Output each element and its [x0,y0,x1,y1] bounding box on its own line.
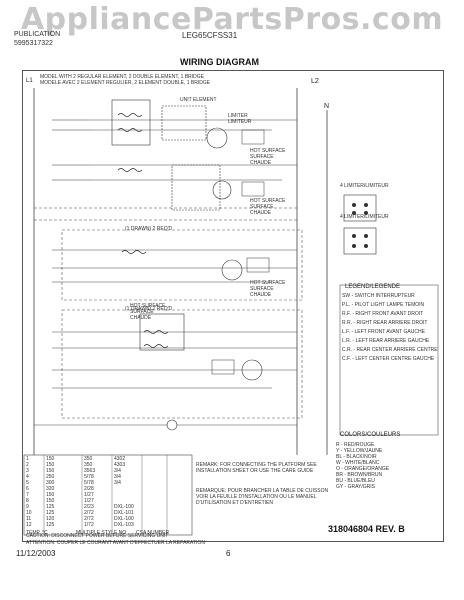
diagram-frame [22,70,444,542]
limiter-details [343,194,377,255]
hot-surface-label-3: HOT SURFACE SURFACE CHAUDE [250,280,286,298]
model-code: LEG65CFSS31 [182,31,238,40]
publication-label: PUBLICATION [14,31,61,38]
l2-label: L2 [311,78,319,85]
section-1 [34,99,297,211]
legend-box [339,284,439,436]
hot-surface-label-2: HOT SURFACE SURFACE CHAUDE [250,198,286,216]
legend-item: R.F. - RIGHT FRONT AVANT DROIT [342,311,424,317]
limiter-label: LIMITER LIMITEUR [228,113,252,125]
caution-en: CAUTION: DISCONNECT POWER BEFORE SERVICI… [26,533,169,539]
section-2 [34,219,303,301]
color-item: Y - YELLOW/JAUNE [336,448,383,454]
legend-item: C.F. - LEFT CENTER CENTRE GAUCHE [342,356,435,362]
page-title: WIRING DIAGRAM [180,57,259,67]
hot-surface-label-1: HOT SURFACE SURFACE CHAUDE [250,148,286,166]
unit-element-label: UNIT ELEMENT [180,97,217,103]
spec-table-grid [23,454,193,536]
watermark: AppliancePartsPros.com [20,2,444,37]
legend-item: C.R. - REAR CENTER ARRIERE CENTRE [342,347,438,353]
footer-date: 11/12/2003 [16,549,56,558]
legend-item: R.R. - RIGHT REAR ARRIERE DROIT [342,320,428,326]
legend-item: L.R. - LEFT REAR ARRIERE GAUCHE [342,338,430,344]
bridge-note-2: (1 DRAWN) 2 REQ'D [125,306,173,312]
legend-item: P.L. - PILOT LIGHT LAMPE TEMOIN [342,302,425,308]
legend-title: LEGEND/LEGENDE [345,284,401,290]
limiter-title-1: 4 LIMITER/LIMITEUR [340,183,389,189]
hot-surface-label-4: HOT SURFACE SURFACE CHAUDE [130,303,166,321]
page-number: 6 [226,549,231,558]
color-item: BL - BLACK/NOIR [336,454,377,460]
color-item: BU - BLUE/BLEU [336,478,375,484]
colors-list: R - RED/ROUGE Y - YELLOW/JAUNE BL - BLAC… [336,442,389,490]
n-label: N [324,103,330,110]
model-note-en: MODEL WITH 2 REGULAR ELEMENT, 2 DOUBLE E… [40,74,205,80]
publication-header: PUBLICATION 5995317322 [14,30,60,48]
publication-number: 5995317322 [14,40,53,47]
legend-item: L.F. - LEFT FRONT AVANT GAUCHE [342,329,425,335]
wiring-diagram [23,88,439,536]
model-note-fr: MODELE AVEC 2 ELEMENT REGULIER, 2 ELEMEN… [40,80,211,86]
section-3 [34,309,303,431]
legend-item: SW - SWITCH INTERRUPTEUR [342,293,415,299]
color-item: R - RED/ROUGE [336,442,375,448]
color-item: O - ORANGE/ORANGE [336,466,390,472]
limiter-title-2: 4 LIMITER/LIMITEUR [340,214,389,220]
l1-label: L1 [26,78,33,84]
colors-title: COLORS/COULEURS [340,432,401,438]
part-number: 318046804 REV. B [328,524,405,534]
caution-fr: ATTENTION: COUPER LE COURANT AVANT D'EFF… [26,540,205,546]
table-footer: TEMP. °C MULTIPLE STYLE NO. CSA NUMBER [26,530,170,536]
color-item: W - WHITE/BLANC [336,460,380,466]
color-item: GY - GRAY/GRIS [336,484,375,490]
legend-list: SW - SWITCH INTERRUPTEUR P.L. - PILOT LI… [342,293,438,365]
unit-element-box-1 [111,99,151,146]
remark-fr: REMARQUE: POUR BRANCHER LA TABLE DE CUIS… [196,488,329,506]
color-item: BR - BROWN/BRUN [336,472,383,478]
bridge-note-1: (1 DRAWN) 2 REQ'D [125,226,173,232]
remark-en: REMARK: FOR CONNECTING THE PLATFORM SEE … [196,462,317,474]
